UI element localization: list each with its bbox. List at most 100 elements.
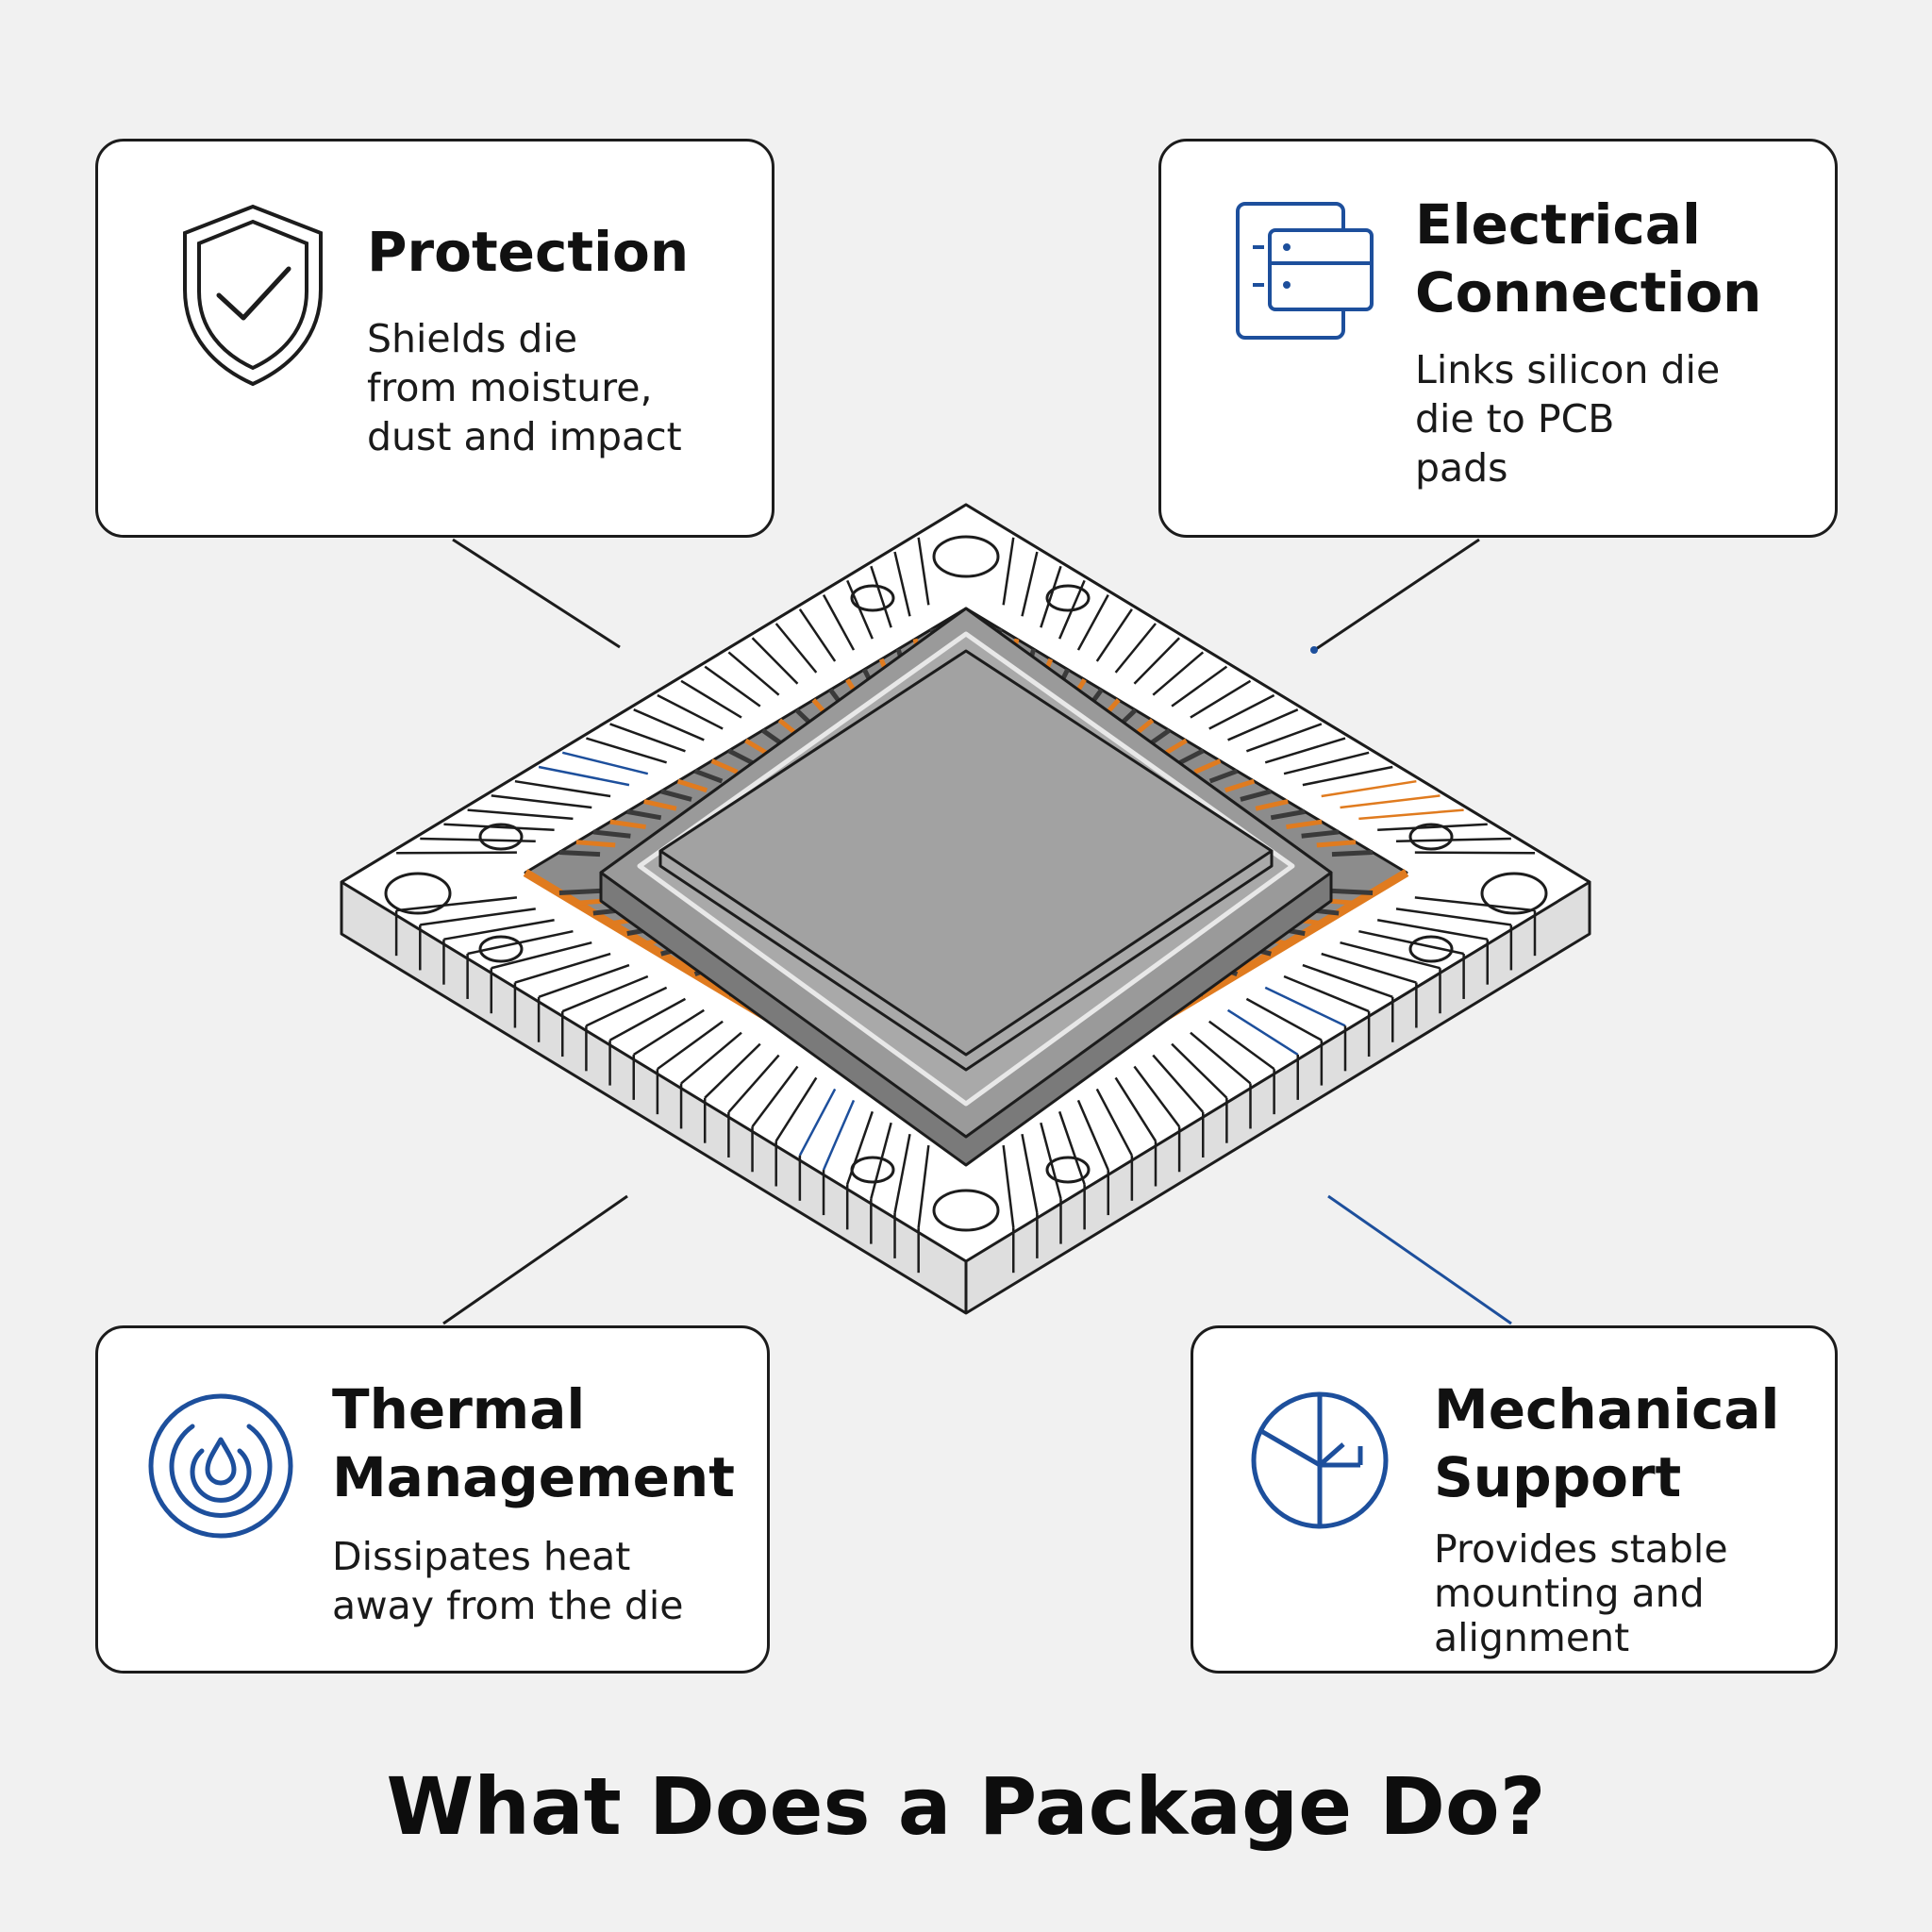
lead-pin — [1152, 651, 1205, 696]
bond-wire — [1301, 829, 1340, 839]
bond-wire — [592, 829, 631, 839]
mounting-hole — [932, 1189, 1000, 1232]
lead-pin — [846, 579, 874, 640]
lead-pin — [585, 986, 668, 1027]
lead-pin — [1208, 693, 1275, 730]
lead-pin — [1171, 1042, 1228, 1099]
lead-pin — [1395, 908, 1512, 926]
lead-pin — [467, 808, 574, 821]
card-title: Thermal Management — [332, 1377, 735, 1509]
bond-wire — [643, 799, 677, 811]
bond-wire — [744, 738, 770, 757]
lead-pin — [420, 908, 536, 926]
lead-pin — [1321, 952, 1417, 984]
lead-pin — [1227, 708, 1299, 741]
lead-pin — [443, 919, 555, 941]
lead-pin — [1095, 608, 1133, 662]
lead-pin — [798, 608, 837, 662]
lead-pin — [633, 708, 705, 741]
connector-electrical-dot — [1310, 646, 1318, 654]
lead-pin — [751, 637, 799, 685]
bond-wire — [1255, 799, 1289, 811]
card-title: Protection — [367, 220, 690, 284]
mounting-hole — [1408, 823, 1454, 851]
lead-pin — [1040, 1122, 1062, 1199]
lead-pin — [657, 693, 724, 730]
mount-alignment-icon — [1251, 1391, 1389, 1529]
lead-pin — [443, 823, 555, 832]
lead-pin — [893, 551, 911, 617]
bond-wire — [558, 849, 601, 858]
lead-pin — [538, 765, 630, 787]
lead-pin — [609, 723, 686, 753]
mounting-hole — [1045, 584, 1091, 612]
bond-wire — [575, 840, 616, 848]
lead-pin — [822, 1099, 856, 1171]
bond-wire — [676, 778, 708, 793]
lead-pin — [917, 1144, 930, 1228]
lead-pin — [870, 1122, 892, 1199]
lead-pin — [514, 779, 611, 798]
lead-pin — [395, 896, 518, 912]
bond-wire — [1331, 888, 1374, 896]
lead-pin — [538, 963, 630, 998]
lead-pin — [1021, 1133, 1039, 1214]
lead-pin — [846, 1110, 874, 1185]
lead-pin — [1114, 1076, 1158, 1142]
lead-pin — [1264, 737, 1346, 764]
lead-pin — [1171, 665, 1228, 708]
bond-wire — [727, 748, 754, 765]
lead-pin — [774, 623, 818, 674]
lead-pin — [491, 941, 592, 970]
lead-pin — [1376, 919, 1488, 941]
connector-protection — [452, 538, 621, 649]
lead-pin — [1076, 594, 1109, 651]
lead-pin — [396, 851, 517, 855]
lead-pin — [491, 794, 592, 809]
lead-pin — [420, 837, 536, 842]
lead-pin — [893, 1133, 911, 1214]
lead-pin — [1133, 637, 1181, 685]
lead-pin — [680, 679, 742, 719]
bond-wire — [1224, 778, 1256, 793]
lead-pin — [633, 1008, 705, 1056]
lead-pin — [1226, 1008, 1299, 1056]
bond-wire — [626, 808, 662, 821]
lead-pin — [1040, 565, 1062, 628]
bond-wire — [1270, 808, 1306, 821]
lead-pin — [1208, 1020, 1275, 1071]
lead-pin — [680, 1031, 742, 1085]
mounting-hole — [932, 535, 1000, 578]
card-description: Shields die from moisture, dust and impa… — [367, 316, 682, 459]
lead-pin — [467, 929, 574, 956]
lead-pin — [1264, 986, 1346, 1027]
bond-wire — [693, 768, 724, 784]
lead-pin — [586, 737, 667, 764]
lead-pin — [1414, 896, 1536, 912]
lead-pin — [1340, 794, 1441, 809]
lead-pin — [1358, 929, 1464, 956]
lead-pin — [1002, 1144, 1015, 1228]
lead-pin — [1245, 997, 1323, 1041]
mounting-holes — [384, 535, 1548, 1232]
card-title: Electrical Connection — [1415, 192, 1762, 325]
card-title: Mechanical Support — [1434, 1377, 1780, 1509]
lead-pin — [822, 594, 856, 651]
bond-wire — [660, 789, 692, 802]
connector-mechanical — [1327, 1194, 1512, 1325]
bond-wire — [1316, 840, 1357, 848]
card-mechanical-support: Mechanical Support Provides stable mount… — [1191, 1325, 1838, 1674]
lead-pin — [1283, 974, 1370, 1013]
silicon-die — [599, 607, 1333, 1167]
card-electrical-connection: Electrical Connection Links silicon die … — [1158, 139, 1838, 538]
lead-pin — [1190, 1031, 1252, 1085]
lead-pin — [1021, 551, 1039, 617]
card-protection: Protection Shields die from moisture, du… — [95, 139, 774, 538]
lead-pin — [514, 952, 611, 984]
lead-pin — [1190, 679, 1252, 719]
lead-pin — [1395, 837, 1511, 842]
lead-pin — [1358, 808, 1464, 821]
bond-wire — [1208, 768, 1239, 784]
lead-pin — [561, 751, 649, 775]
